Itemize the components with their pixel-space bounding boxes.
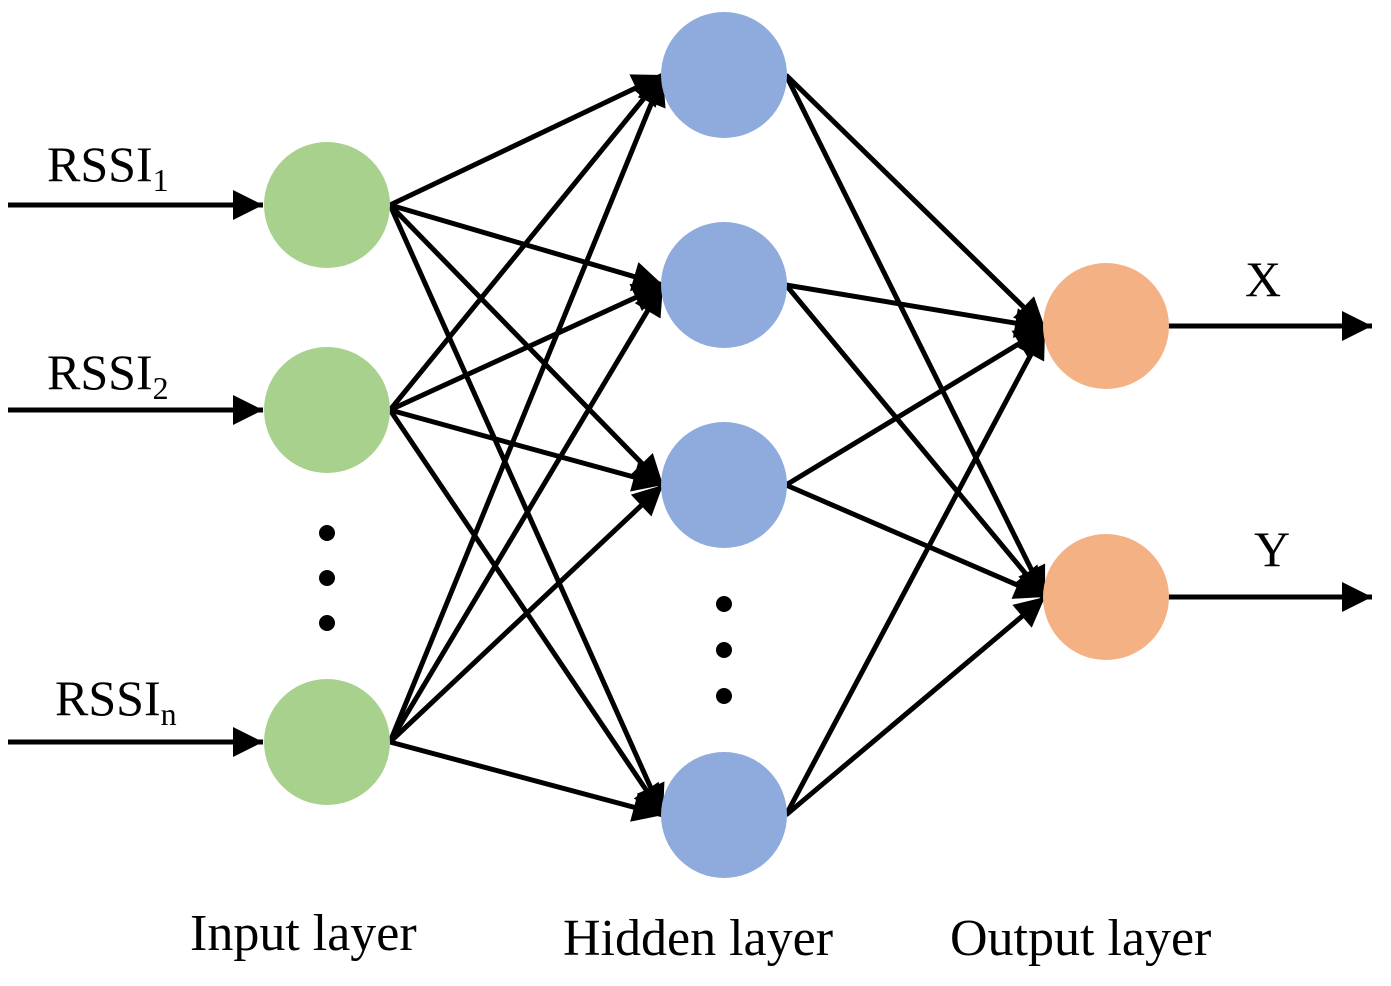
hidden-layer-nodes [661,12,787,878]
caption-hidden-layer: Hidden layer [563,910,833,967]
caption-input-layer: Input layer [190,905,417,962]
input-ellipsis [319,525,335,631]
hidden-node-1 [661,12,787,138]
hidden-node-n [661,752,787,878]
output-layer-nodes [1043,263,1169,660]
input-arrows [8,190,263,757]
input-label-n: RSSIn [55,670,177,732]
input-node-1 [264,142,390,268]
output-node-x [1043,263,1169,389]
hidden-output-connections [783,73,1048,817]
output-label-y: Y [1254,521,1290,577]
output-label-x: X [1245,251,1281,307]
caption-output-layer: Output layer [950,910,1211,967]
input-label-1: RSSI1 [47,136,169,198]
input-hidden-connections [387,72,666,822]
input-node-2 [264,347,390,473]
input-label-2: RSSI2 [47,344,169,406]
output-arrows [1168,311,1372,612]
hidden-ellipsis [716,596,732,704]
output-node-y [1043,534,1169,660]
hidden-node-3 [661,422,787,548]
input-node-n [264,679,390,805]
hidden-node-2 [661,222,787,348]
input-layer-nodes [264,142,390,805]
